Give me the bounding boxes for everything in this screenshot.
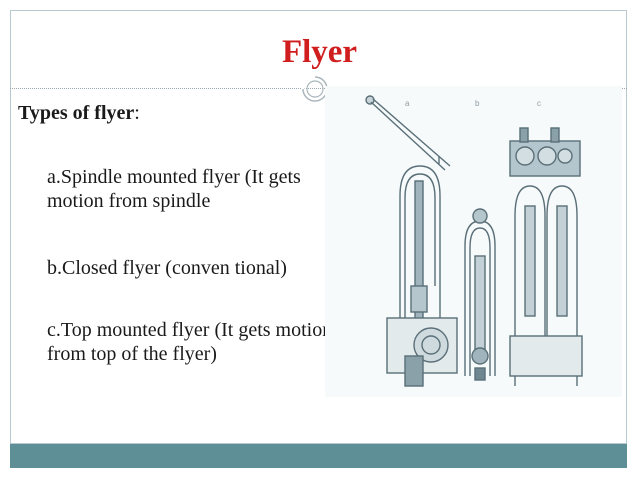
list-item-spindle-mounted: a.Spindle mounted flyer (It gets motion … (47, 166, 301, 212)
subheading-label: Types of flyer (18, 102, 135, 124)
top-mounted-flyer-drawing (509, 127, 583, 386)
figure-label-a: a (405, 99, 410, 108)
slide-title: Flyer (281, 34, 358, 70)
footer-bar (10, 444, 627, 468)
list-item-top-mounted: c.Top mounted flyer (It gets motions fro… (47, 319, 340, 365)
flyer-types-illustration: a b c (325, 86, 622, 397)
slide-frame (10, 10, 627, 444)
closed-flyer-drawing (464, 208, 496, 381)
title-divider (10, 88, 627, 89)
figure-label-c: c (537, 99, 541, 108)
subheading: Types of flyer: (18, 102, 140, 125)
flyer-diagram: a b c (325, 86, 622, 397)
list-item-closed-flyer: b.Closed flyer (conven tional) (47, 257, 287, 279)
figure-label-b: b (475, 99, 480, 108)
spindle-mounted-flyer-drawing (365, 95, 458, 387)
subheading-colon: : (134, 102, 140, 124)
